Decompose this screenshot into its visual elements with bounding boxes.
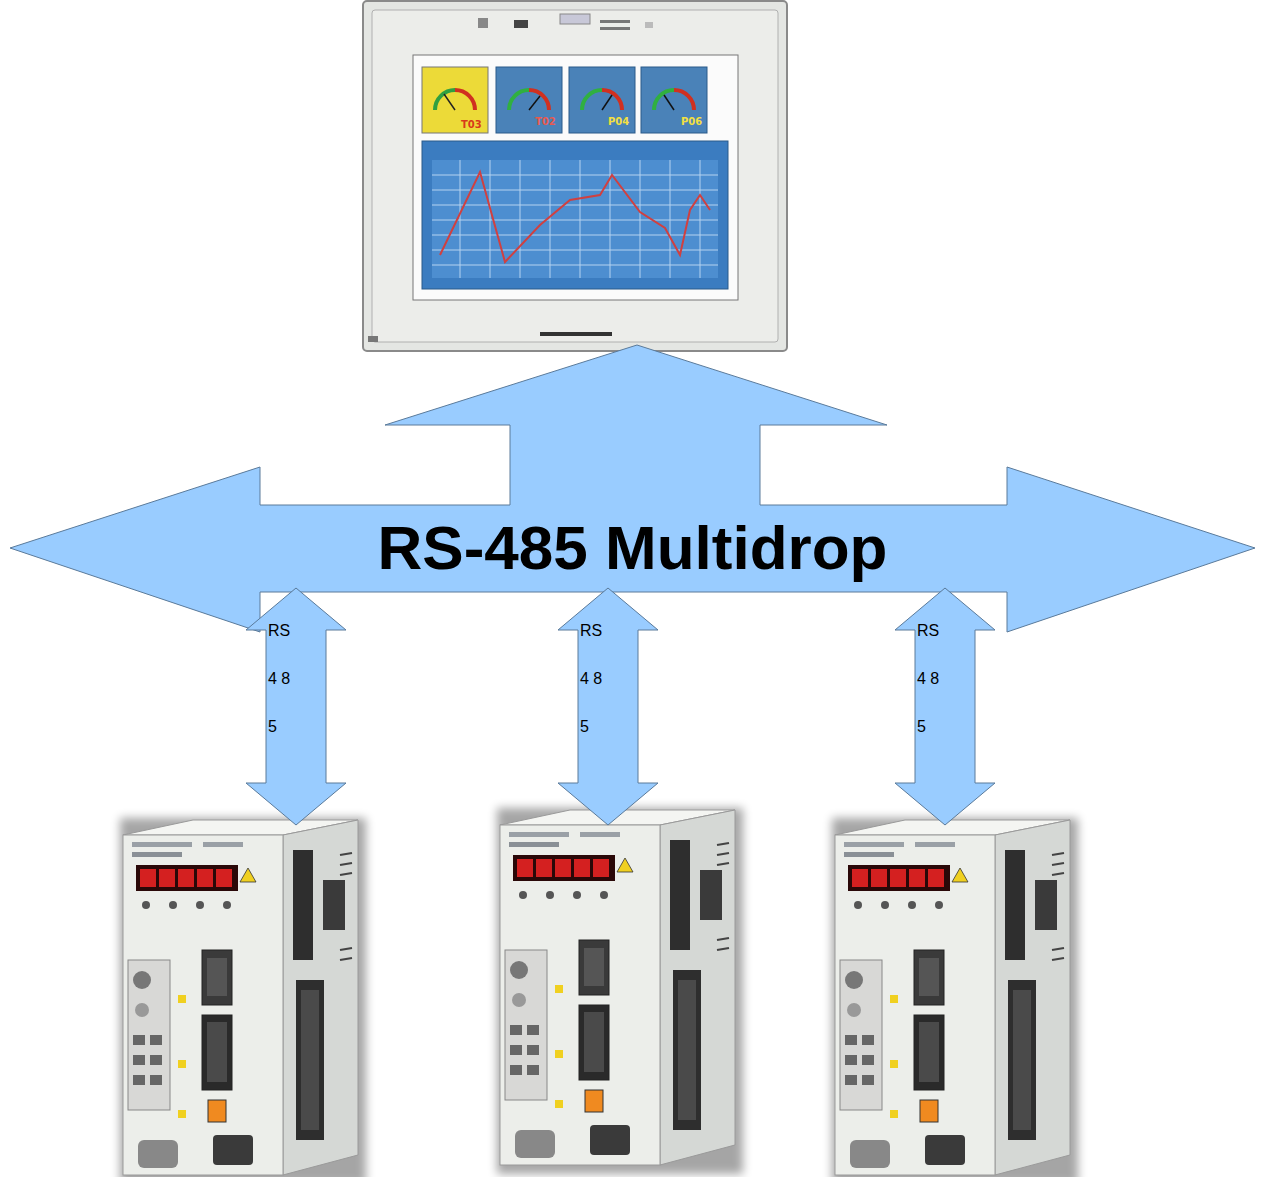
illustration-part (432, 250, 718, 251)
illustration-part (670, 160, 671, 278)
illustration-part (478, 18, 488, 28)
link-arrow: RS 4 8 5 (895, 588, 995, 825)
illustration-part (120, 818, 366, 1177)
illustration-part (674, 90, 694, 110)
illustration-part (600, 27, 630, 30)
illustration-part (654, 90, 674, 110)
illustration-part (490, 160, 491, 278)
link-label: RS 4 8 5 (268, 607, 290, 751)
bus-arrow: RS-485 Multidrop (10, 345, 1255, 632)
illustration-part (460, 160, 461, 278)
hmi-panel (363, 1, 787, 351)
illustration-part (560, 14, 590, 24)
illustration-part (645, 22, 653, 28)
link-arrow-outline (246, 588, 346, 825)
illustration-part (432, 160, 718, 278)
illustration-part (368, 336, 378, 342)
illustration-part (455, 90, 475, 110)
illustration-part (422, 67, 488, 133)
link-arrow-shape (246, 588, 346, 825)
illustration-part (700, 160, 701, 278)
link-arrow: RS 4 8 5 (246, 588, 346, 825)
illustration-part (422, 141, 728, 289)
bus-arrow-outline (10, 345, 1255, 632)
link-arrow: RS 4 8 5 (558, 588, 658, 825)
illustration-part (509, 90, 529, 110)
illustration-part (529, 96, 540, 110)
gauge-tag: P04 (608, 116, 629, 128)
illustration-part (569, 67, 635, 133)
illustration-part (432, 175, 718, 176)
gauge-tag: T02 (535, 116, 556, 128)
illustration-part (640, 160, 641, 278)
illustration-part (432, 160, 718, 278)
illustration-part (372, 10, 778, 342)
illustration-part (440, 172, 710, 262)
illustration-part (432, 205, 718, 206)
illustration-part (363, 1, 787, 351)
illustration-part (529, 90, 549, 110)
gauge-tag: P06 (681, 116, 702, 128)
illustration-part (496, 67, 562, 133)
illustration-part (497, 808, 743, 1174)
illustration-part (540, 332, 612, 336)
illustration-part (444, 94, 455, 110)
illustration-part (664, 95, 674, 110)
illustration-part (514, 20, 528, 28)
illustration-part (432, 235, 718, 236)
illustration-part (413, 55, 738, 300)
illustration-part (582, 90, 602, 110)
illustration-part (641, 67, 707, 133)
illustration-part (832, 818, 1078, 1177)
link-label: RS 4 8 5 (580, 607, 602, 751)
bus-arrow-shape (10, 345, 1255, 632)
illustration-part (550, 160, 551, 278)
gauge-tag: T03 (461, 119, 482, 131)
bus-label: RS-485 Multidrop (10, 512, 1255, 583)
illustration-part (432, 220, 718, 221)
illustration-part (580, 160, 581, 278)
illustration-part (602, 95, 612, 110)
link-arrow-shape (895, 588, 995, 825)
illustration-part (432, 190, 718, 191)
link-arrow-outline (895, 588, 995, 825)
illustration-part (520, 160, 521, 278)
illustration-part (432, 265, 718, 266)
link-arrow-shape (558, 588, 658, 825)
illustration-part (435, 90, 455, 110)
link-arrow-outline (558, 588, 658, 825)
illustration-part (600, 20, 630, 23)
link-label: RS 4 8 5 (917, 607, 939, 751)
illustration-part (602, 90, 622, 110)
servo-drive (120, 808, 1078, 1177)
